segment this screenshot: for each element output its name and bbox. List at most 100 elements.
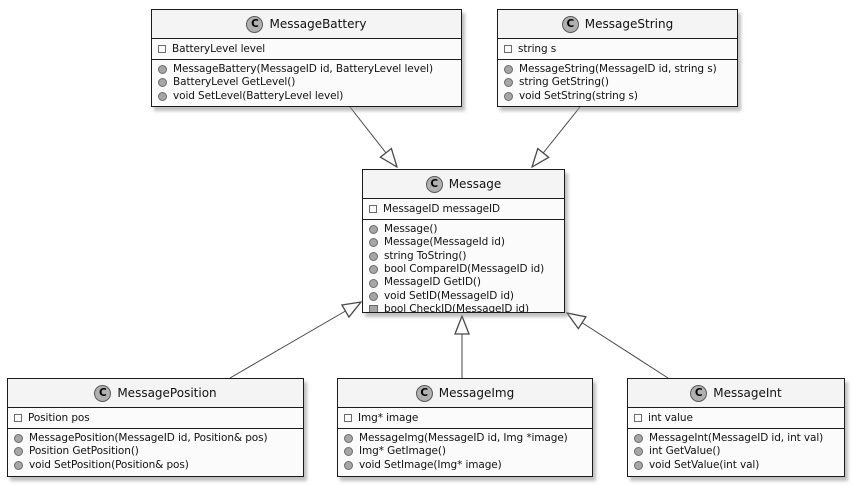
public-method-icon: [344, 434, 353, 444]
method-row-label: void SetID(MessageID id): [384, 289, 514, 302]
field-icon: [344, 414, 352, 423]
field-icon: [14, 414, 22, 423]
method-row-label: int GetValue(): [649, 445, 721, 458]
class-header: C MessageImg: [338, 379, 592, 407]
method-row-label: MessagePosition(MessageID id, Position& …: [29, 431, 268, 444]
attribute-row: Position pos: [8, 412, 303, 425]
method-row: Message(): [363, 223, 564, 236]
field-icon: [634, 414, 642, 423]
public-method-icon: [158, 91, 167, 101]
inheritance-arrow-MessageBattery-to-Message: [349, 106, 397, 167]
public-method-icon: [504, 78, 513, 88]
class-MessageBattery: C MessageBattery BatteryLevel level Mess…: [151, 9, 462, 107]
method-row-label: string GetString(): [519, 76, 609, 89]
method-row-label: void SetString(string s): [519, 89, 638, 102]
attribute-row-label: int value: [648, 411, 693, 424]
class-methods-section: MessageInt(MessageID id, int val)int Get…: [628, 428, 844, 476]
class-methods-section: MessagePosition(MessageID id, Position& …: [8, 428, 303, 476]
class-header: C MessageString: [498, 10, 737, 38]
class-MessageString: C MessageString string s MessageString(M…: [497, 9, 738, 107]
method-row: bool CheckID(MessageID id): [363, 303, 564, 312]
inheritance-arrow-MessagePosition-to-Message: [229, 302, 361, 379]
public-method-icon: [344, 460, 353, 470]
attribute-row-label: BatteryLevel level: [172, 42, 266, 55]
class-methods-section: MessageBattery(MessageID id, BatteryLeve…: [152, 59, 461, 106]
method-row: int GetValue(): [628, 445, 844, 458]
class-stereotype-icon: C: [246, 15, 264, 33]
public-method-icon: [504, 91, 513, 101]
class-header: C MessageBattery: [152, 10, 461, 38]
method-row: MessageBattery(MessageID id, BatteryLeve…: [152, 63, 461, 76]
attribute-row-label: Img* image: [358, 411, 419, 424]
class-attributes-section: BatteryLevel level: [152, 38, 461, 59]
class-attributes-section: int value: [628, 407, 844, 428]
public-method-icon: [369, 292, 378, 302]
attribute-row-label: string s: [518, 42, 557, 55]
attribute-row: MessageID messageID: [363, 203, 564, 216]
class-methods-section: Message()Message(MessageId id)string ToS…: [363, 219, 564, 312]
method-row: MessageID GetID(): [363, 276, 564, 289]
method-row-label: MessageBattery(MessageID id, BatteryLeve…: [173, 62, 433, 75]
method-row: Message(MessageId id): [363, 236, 564, 249]
method-row-label: void SetLevel(BatteryLevel level): [173, 89, 344, 102]
class-attributes-section: MessageID messageID: [363, 198, 564, 219]
method-row-label: string ToString(): [384, 249, 467, 262]
method-row: void SetID(MessageID id): [363, 290, 564, 303]
public-method-icon: [369, 278, 378, 288]
class-attributes-section: Position pos: [8, 407, 303, 428]
class-methods-section: MessageImg(MessageID id, Img *image)Img*…: [338, 428, 592, 476]
public-method-icon: [504, 65, 513, 75]
method-row-label: MessageString(MessageID id, string s): [519, 62, 717, 75]
field-icon: [158, 45, 166, 54]
class-methods-section: MessageString(MessageID id, string s)str…: [498, 59, 737, 106]
class-stereotype-icon: C: [561, 15, 579, 33]
public-method-icon: [369, 225, 378, 235]
method-row-label: Message(): [384, 222, 438, 235]
public-method-icon: [369, 265, 378, 275]
method-row: MessageInt(MessageID id, int val): [628, 432, 844, 445]
private-method-icon: [369, 305, 378, 312]
inheritance-arrow-MessageString-to-Message: [532, 106, 581, 167]
public-method-icon: [634, 434, 643, 444]
public-method-icon: [634, 447, 643, 457]
attribute-row: int value: [628, 412, 844, 425]
method-row-label: MessageImg(MessageID id, Img *image): [359, 431, 568, 444]
method-row: void SetLevel(BatteryLevel level): [152, 90, 461, 103]
public-method-icon: [14, 434, 23, 444]
method-row: void SetImage(Img* image): [338, 459, 592, 472]
public-method-icon: [634, 460, 643, 470]
public-method-icon: [369, 238, 378, 248]
class-stereotype-icon: C: [94, 384, 112, 402]
class-attributes-section: string s: [498, 38, 737, 59]
attribute-row-label: Position pos: [28, 411, 90, 424]
attribute-row: BatteryLevel level: [152, 43, 461, 56]
method-row: bool CompareID(MessageID id): [363, 263, 564, 276]
public-method-icon: [344, 447, 353, 457]
class-name: MessagePosition: [117, 386, 217, 400]
class-stereotype-icon: C: [425, 175, 443, 193]
method-row: MessagePosition(MessageID id, Position& …: [8, 432, 303, 445]
class-name: MessageImg: [438, 386, 515, 400]
inheritance-arrow-MessageInt-to-Message: [567, 313, 669, 379]
method-row-label: bool CompareID(MessageID id): [384, 263, 545, 276]
class-name: Message: [448, 177, 502, 191]
method-row: Position GetPosition(): [8, 445, 303, 458]
class-stereotype-icon: C: [690, 384, 708, 402]
method-row: string ToString(): [363, 250, 564, 263]
public-method-icon: [158, 78, 167, 88]
method-row-label: void SetPosition(Position& pos): [29, 458, 189, 471]
method-row-label: MessageInt(MessageID id, int val): [649, 431, 824, 444]
class-stereotype-icon: C: [415, 384, 433, 402]
method-row: MessageString(MessageID id, string s): [498, 63, 737, 76]
class-MessagePosition: C MessagePosition Position pos MessagePo…: [7, 378, 304, 477]
method-row: string GetString(): [498, 76, 737, 89]
method-row-label: BatteryLevel GetLevel(): [173, 76, 296, 89]
method-row-label: void SetValue(int val): [649, 458, 760, 471]
class-MessageImg: C MessageImg Img* image MessageImg(Messa…: [337, 378, 593, 477]
field-icon: [369, 205, 377, 214]
method-row: BatteryLevel GetLevel(): [152, 76, 461, 89]
class-header: C MessagePosition: [8, 379, 303, 407]
method-row-label: Message(MessageId id): [384, 236, 505, 249]
method-row-label: Position GetPosition(): [29, 445, 139, 458]
